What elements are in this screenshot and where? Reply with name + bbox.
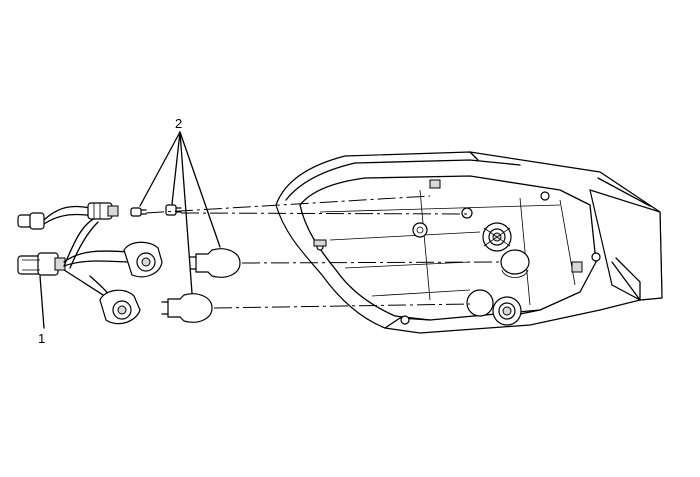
- wiring-harness: [17, 202, 163, 325]
- tail-lamp-housing: [275, 151, 663, 334]
- callout-label-2: 2: [175, 116, 183, 131]
- callout-1-leader: [39, 275, 45, 329]
- harness-connector-upper: [17, 212, 45, 230]
- harness-socket-middle: [123, 241, 163, 278]
- harness-socket-upper-small: [87, 202, 119, 220]
- bulb-small-left: [130, 207, 147, 217]
- housing-socket-lower: [466, 289, 522, 326]
- housing-socket-upper: [482, 222, 512, 252]
- bulb-small-right: [165, 204, 182, 216]
- callout-2-leaders: [139, 131, 221, 294]
- harness-socket-lower: [99, 289, 141, 325]
- bulb-large-upper: [189, 248, 241, 278]
- harness-connector: [17, 252, 66, 276]
- exploded-view-centerlines: [145, 195, 501, 309]
- callout-label-1: 1: [38, 331, 46, 346]
- bulb-large-lower: [161, 293, 213, 323]
